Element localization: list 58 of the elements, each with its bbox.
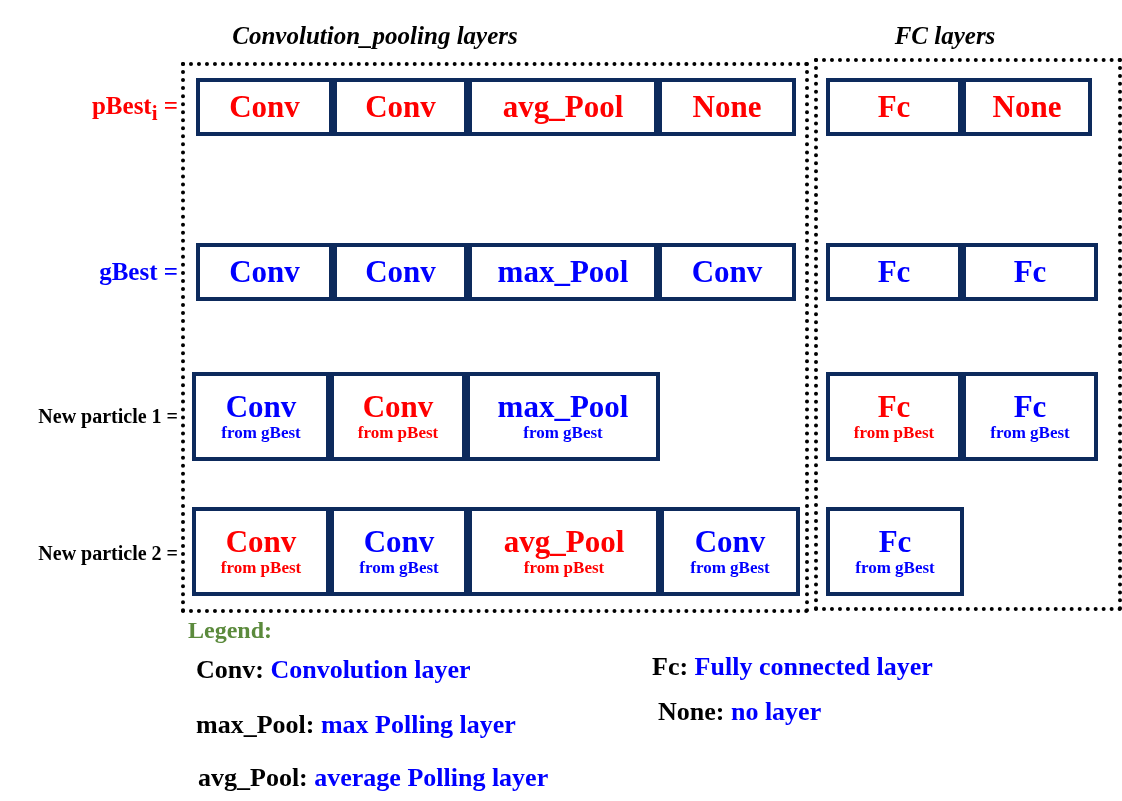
source-note: from gBest xyxy=(523,422,603,443)
row-label: pBest$_{i}$ = xyxy=(91,92,178,126)
group-title: FC layers xyxy=(894,22,996,50)
layer-name: Fc xyxy=(878,525,912,558)
layer-name: None xyxy=(692,91,762,123)
source-note: from gBest xyxy=(990,422,1070,443)
layer-cell xyxy=(196,78,333,136)
source-note: from pBest xyxy=(220,557,302,578)
layer-cell xyxy=(466,372,660,461)
legend-entry: avg_Pool: average Polling layer xyxy=(198,763,549,793)
layer-cell xyxy=(192,372,330,461)
layer-name: Fc xyxy=(1013,256,1047,288)
layer-cell xyxy=(962,372,1098,461)
source-note: from gBest xyxy=(690,557,770,578)
source-note: from gBest xyxy=(855,557,935,578)
layer-name: Conv xyxy=(691,256,763,288)
layer-name: Conv xyxy=(229,256,300,288)
layer-name: max_Pool xyxy=(497,390,629,423)
layer-name: Conv xyxy=(365,91,436,123)
layer-name: None xyxy=(992,91,1062,123)
layer-name: Conv xyxy=(365,256,436,288)
layer-name: Fc xyxy=(1013,390,1047,423)
layer-cell xyxy=(192,507,330,596)
layer-cell xyxy=(660,507,800,596)
layer-cell xyxy=(962,78,1092,136)
layer-cell xyxy=(826,507,964,596)
row-label: New particle 1 = xyxy=(38,405,178,428)
row-label: New particle 2 = xyxy=(38,542,178,565)
source-note: from pBest xyxy=(853,422,935,443)
legend-entry: Conv: Convolution layer xyxy=(196,655,471,685)
legend-entry: max_Pool: max Polling layer xyxy=(196,710,516,740)
layer-name: Conv xyxy=(225,390,297,423)
layer-cell xyxy=(658,243,796,301)
layer-cell xyxy=(826,243,962,301)
layer-cell xyxy=(826,78,962,136)
layer-name: Conv xyxy=(694,525,766,558)
layer-cell xyxy=(658,78,796,136)
layer-name: Conv xyxy=(225,525,297,558)
row-label: gBest = xyxy=(99,258,178,286)
layer-name: avg_Pool xyxy=(503,525,625,558)
layer-name: avg_Pool xyxy=(502,91,624,123)
layer-name: Conv xyxy=(363,525,435,558)
legend-entry: Fc: Fully connected layer xyxy=(652,652,933,682)
legend-heading: Legend: xyxy=(188,617,272,644)
layer-name: Fc xyxy=(877,390,911,423)
source-note: from pBest xyxy=(357,422,439,443)
layer-name: Fc xyxy=(877,256,911,288)
legend-entry: None: no layer xyxy=(658,697,822,727)
layer-name: Fc xyxy=(877,91,911,123)
layer-name: max_Pool xyxy=(497,256,629,288)
layer-cell xyxy=(962,243,1098,301)
source-note: from gBest xyxy=(221,422,301,443)
layer-name: Conv xyxy=(229,91,300,123)
layer-cell xyxy=(826,372,962,461)
layer-cell xyxy=(196,243,333,301)
source-note: from gBest xyxy=(359,557,439,578)
layer-name: Conv xyxy=(362,390,434,423)
group-title: Convolution_pooling layers xyxy=(232,22,518,50)
